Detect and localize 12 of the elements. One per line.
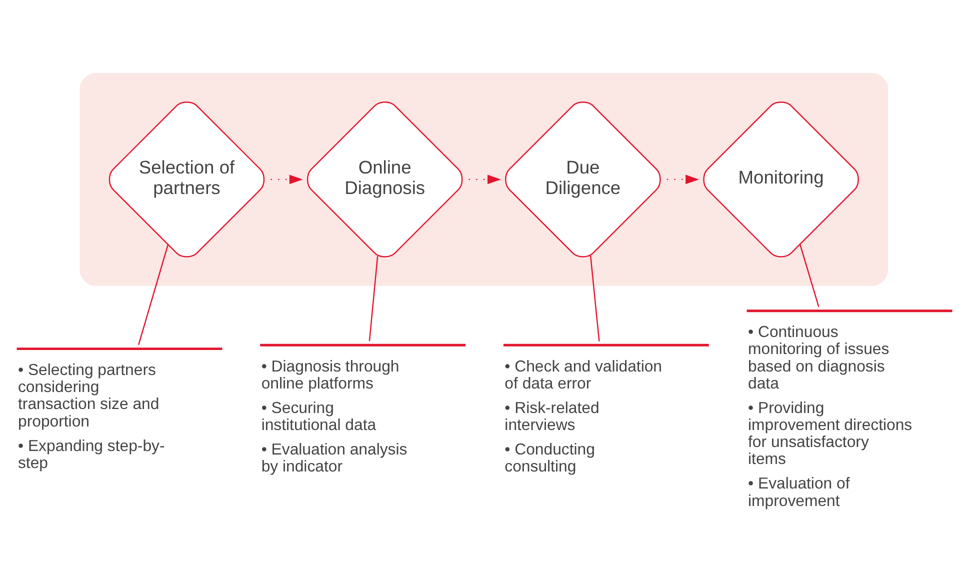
cluster [80, 73, 888, 286]
connector [368, 256, 378, 342]
node-text: • Continuous monitoring of issues based on diagnosis data • Providing improvement directions for unsatisfactory items • Evaluation of improvement [748, 324, 912, 510]
arrow [468, 174, 501, 184]
arrow [270, 174, 303, 184]
node-text: • Check and validation of data error • Risk-related interviews • Conducting consulting [504, 358, 662, 476]
node-text: • Selecting partners considering transaction size and proportion • Expanding step-by-step [18, 362, 165, 472]
arrow [666, 174, 700, 184]
node-text: • Diagnosis through online platforms • Securing institutional data • Evaluation analysis by indicator [261, 358, 408, 476]
connector [138, 244, 169, 345]
connector [590, 256, 600, 342]
connector [800, 244, 820, 308]
